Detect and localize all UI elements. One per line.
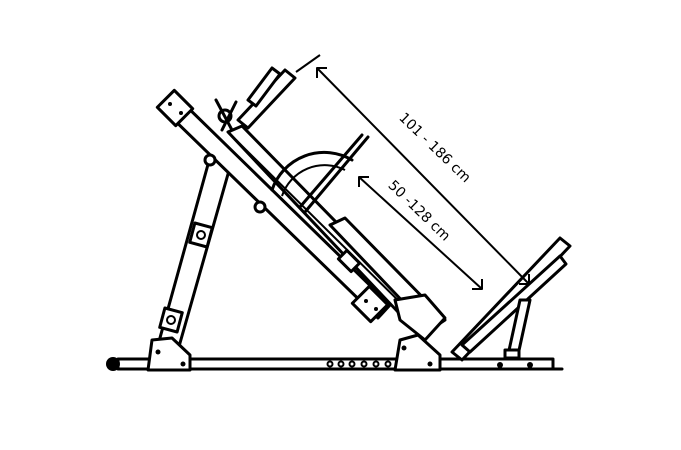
rear-support-leg [146,148,234,372]
front-support-plate [393,333,442,372]
main-rail [155,88,392,324]
dimension-arrow-inner [358,176,483,290]
weight-horn [203,133,370,214]
backrest [214,66,297,132]
footplate [450,236,572,362]
dimension-arrow-outer [295,54,530,285]
sled-carriage [226,124,447,342]
base-holes [326,360,392,368]
base-frame [106,357,564,371]
